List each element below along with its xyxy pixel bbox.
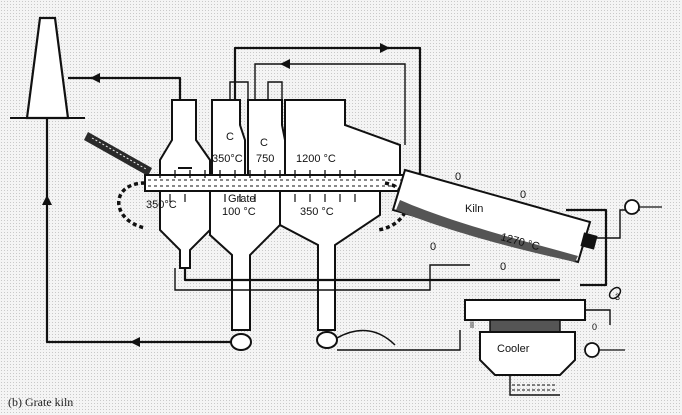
- cooler-fan-symbol: [608, 286, 622, 300]
- kiln-charge: [396, 200, 578, 262]
- arrow-left-top: [280, 59, 290, 69]
- grate-hatch: [148, 179, 412, 187]
- cyclone-c2-ducts: [267, 81, 283, 100]
- cooler-fan: [584, 342, 600, 358]
- label-gas-mark-a: 0: [455, 171, 461, 183]
- cooler-grate: [489, 319, 561, 333]
- lower-duct-left-inner: [174, 264, 470, 291]
- label-preheat-temp: 1200 °C: [296, 153, 336, 165]
- arrow-left-2: [90, 73, 100, 83]
- kiln-shell: [391, 168, 592, 264]
- burner: [580, 232, 598, 250]
- cyclone-left: [159, 99, 211, 176]
- rotary-kiln: [391, 168, 598, 264]
- feed-chute-hatch: [91, 132, 151, 170]
- cooler-body: [464, 299, 586, 321]
- cyclone-c-ducts: [229, 81, 249, 100]
- label-grate: Grate: [228, 193, 256, 205]
- lower-duct-to-cooler: [337, 330, 461, 351]
- fan-right: [316, 331, 338, 349]
- label-fan-mark: 3: [615, 292, 620, 302]
- label-cooler-mark-right: 0: [592, 322, 597, 332]
- windbox-arrows: [169, 194, 356, 202]
- fan-right-exhaust: [336, 329, 396, 346]
- label-chamber-750: 750: [256, 153, 274, 165]
- cooler-discharge-hatch: [512, 384, 555, 391]
- label-c-2: C: [260, 137, 268, 149]
- label-grate-left-temp: 350°C: [146, 199, 177, 211]
- label-kiln: Kiln: [465, 203, 483, 215]
- label-gas-mark-b: 0: [520, 189, 526, 201]
- kiln-hood: [566, 208, 608, 287]
- figure-caption: (b) Grate kiln: [8, 395, 74, 409]
- label-gas-mark-c: 0: [430, 241, 436, 253]
- windbox-right: [279, 190, 381, 331]
- feed-chute: [84, 132, 152, 176]
- label-grate-right-temp: 350 °C: [300, 206, 334, 218]
- arrow-right-top: [380, 43, 390, 53]
- primary-air-fan: [624, 199, 640, 215]
- label-cooler-mark-left: ll: [470, 320, 474, 330]
- label-c-1: C: [226, 131, 234, 143]
- chimney-stack: [25, 16, 70, 120]
- label-grate-mid-temp: 100 °C: [222, 206, 256, 218]
- exhaust-duct: [68, 76, 182, 100]
- fan-left: [230, 333, 252, 351]
- cooler-discharge: [509, 375, 560, 396]
- upper-recirc-duct-inner: [254, 63, 406, 145]
- arrow-up-1: [42, 195, 52, 205]
- label-cooler: Cooler: [497, 343, 530, 355]
- lower-duct-left: [183, 268, 560, 282]
- grate-return-left: [117, 181, 146, 230]
- cooler-lower: [479, 331, 576, 376]
- cooler-side-duct: [585, 309, 611, 325]
- label-cyclone-temp: 350°C: [212, 153, 243, 165]
- grate-arrows: [159, 170, 356, 178]
- return-gas-duct: [45, 118, 240, 344]
- arrow-left-1: [130, 337, 140, 347]
- label-gas-mark-d: 0: [500, 261, 506, 273]
